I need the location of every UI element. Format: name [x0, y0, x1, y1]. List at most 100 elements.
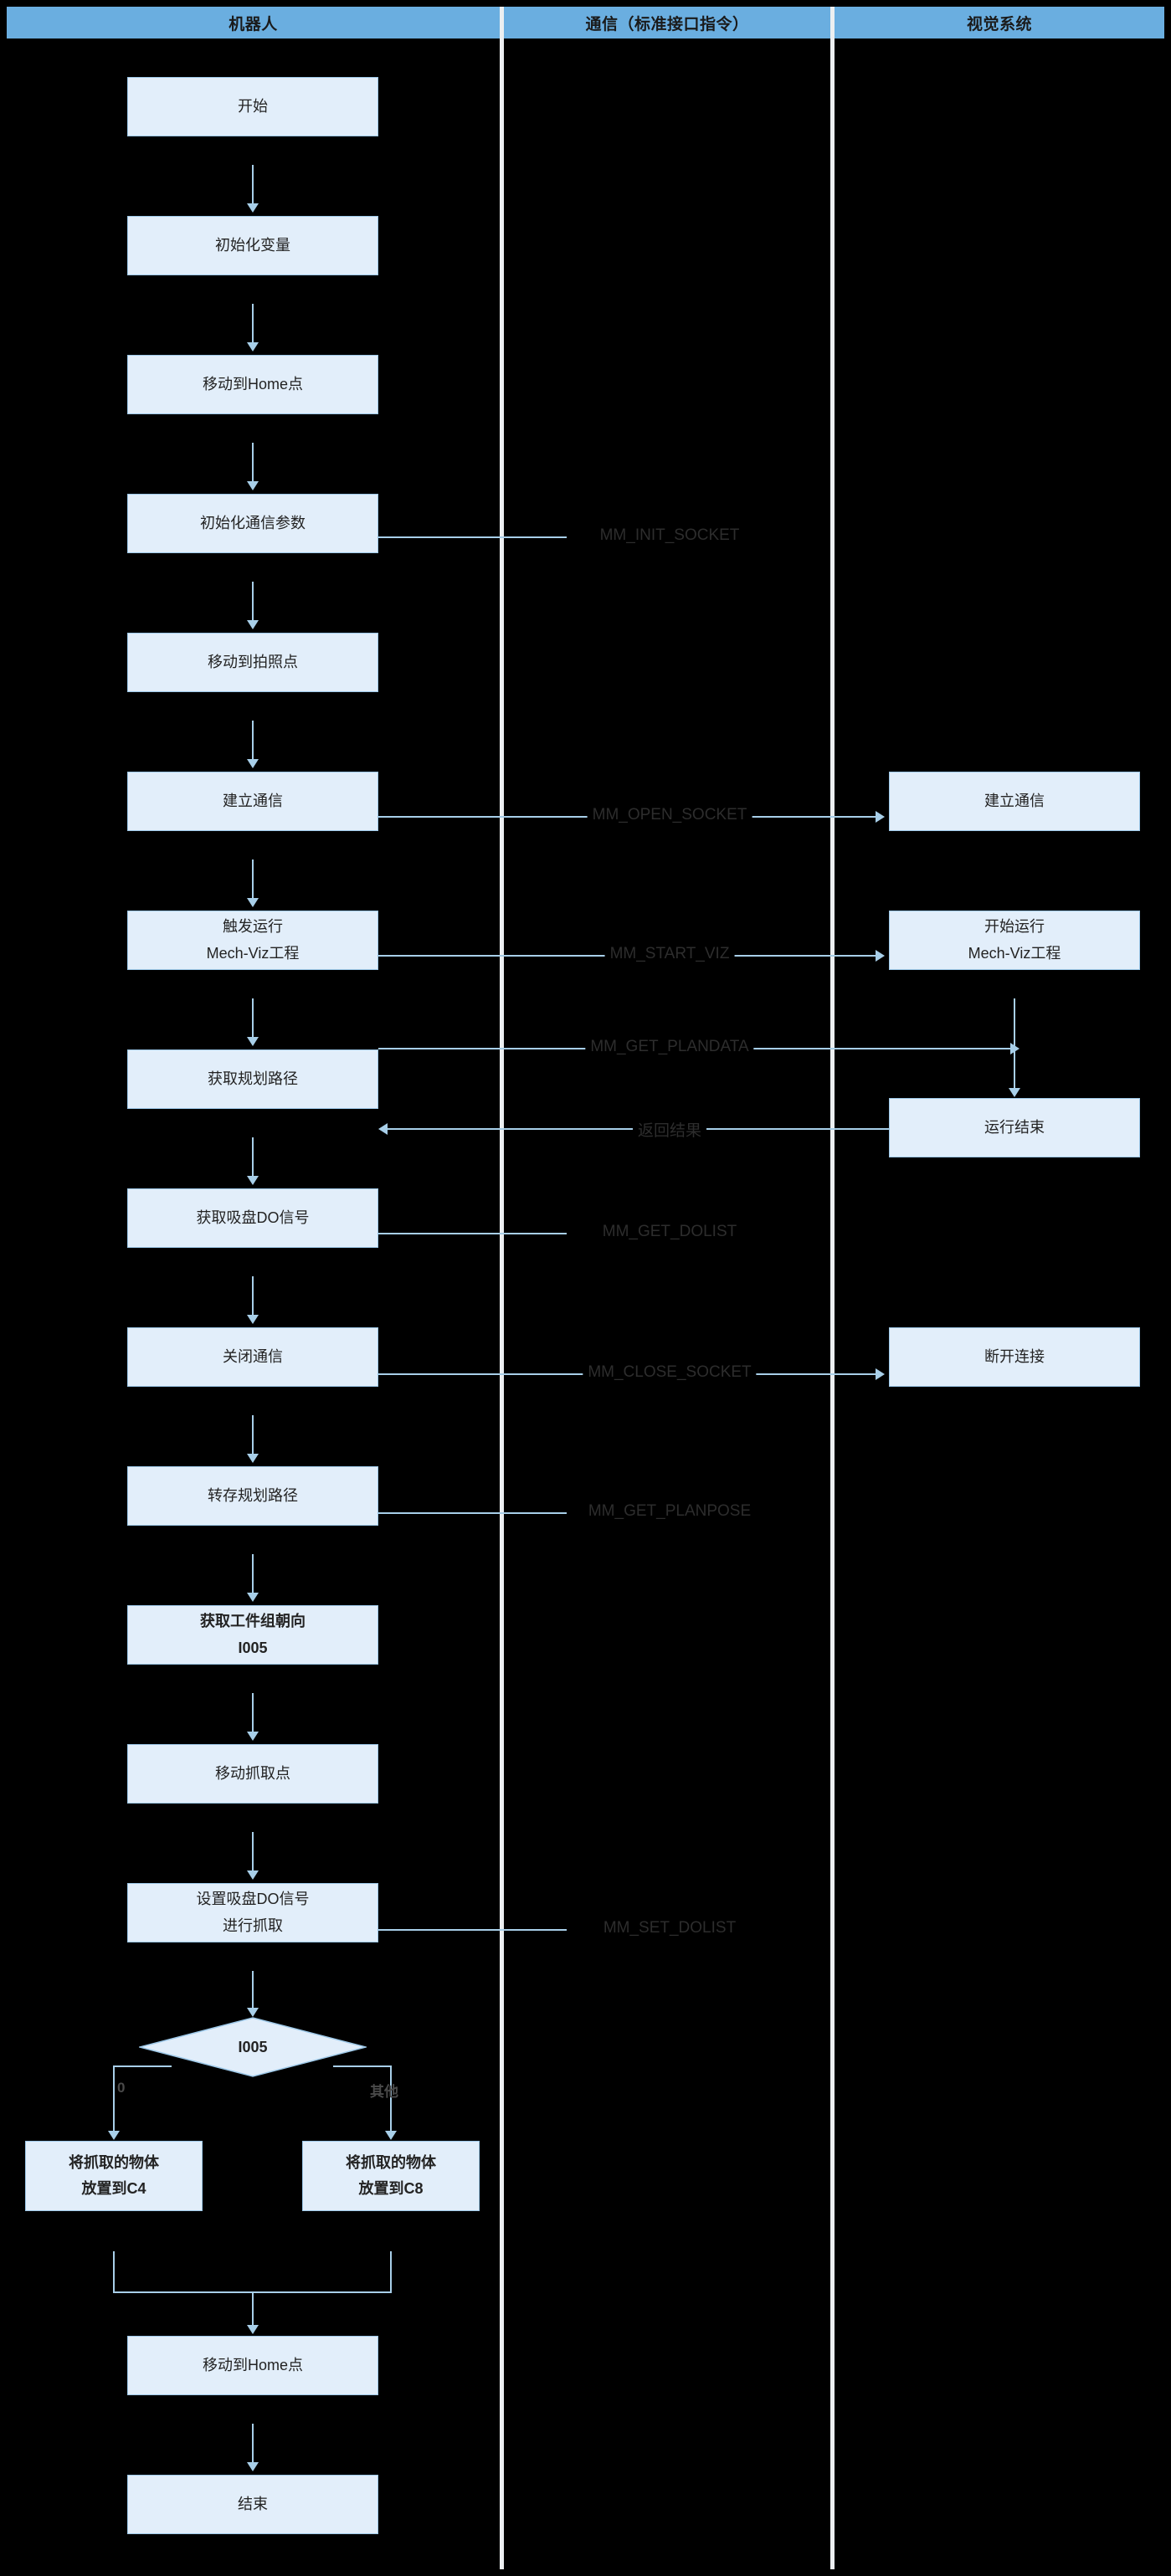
connector-initcomm-movephoto: [252, 582, 254, 622]
arrowhead-movehome2: [247, 2325, 259, 2334]
arrowhead-v-close: [876, 1368, 885, 1380]
connector-movephoto-opencomm: [252, 721, 254, 761]
message-get-planpose: MM_GET_PLANPOSE: [583, 1502, 757, 1521]
node-close-comm[interactable]: 关闭通信: [127, 1327, 378, 1387]
connector-c4-down: [113, 2251, 115, 2293]
node-vision-start-mechviz-line-0: 开始运行: [984, 918, 1045, 935]
connector-decision-left-h: [113, 2065, 172, 2067]
node-trigger-mechviz-line-0: 触发运行: [223, 918, 283, 935]
node-start[interactable]: 开始: [127, 77, 378, 136]
diamond-shape: [139, 2017, 367, 2077]
node-decision-i005[interactable]: I005: [139, 2017, 367, 2077]
node-init-variables-line-0: 初始化变量: [215, 236, 290, 254]
node-trigger-mechviz-line-1: Mech-Viz工程: [206, 944, 300, 962]
lane-title-robot: 机器人: [229, 15, 278, 33]
msgline-init-socket: [378, 536, 567, 538]
connector-getdo-closecomm: [252, 1276, 254, 1316]
node-move-photo-point-line-0: 移动到拍照点: [208, 653, 298, 670]
message-set-dolist: MM_SET_DOLIST: [598, 1919, 742, 1937]
node-vision-start-mechviz-line-1: Mech-Viz工程: [968, 944, 1061, 962]
node-move-home-2-line-0: 移动到Home点: [202, 2356, 303, 2373]
arrowhead-initvar: [247, 203, 259, 213]
msgline-set-dolist: [378, 1929, 567, 1931]
lane-header-vision: 视觉系统: [835, 7, 1164, 38]
node-set-suction-do-line-1: 进行抓取: [223, 1917, 283, 1934]
node-vision-disconnect[interactable]: 断开连接: [889, 1327, 1140, 1387]
node-init-variables[interactable]: 初始化变量: [127, 216, 378, 275]
node-vision-run-finished-line-0: 运行结束: [984, 1118, 1045, 1136]
node-close-comm-line-0: 关闭通信: [223, 1347, 283, 1365]
node-start-line-0: 开始: [238, 97, 268, 115]
node-end-line-0: 结束: [238, 2495, 268, 2512]
arrowhead-movephoto: [247, 620, 259, 629]
node-vision-open-comm-line-0: 建立通信: [984, 792, 1045, 809]
arrowhead-initcomm: [247, 481, 259, 490]
node-init-comm-params[interactable]: 初始化通信参数: [127, 494, 378, 553]
node-vision-open-comm[interactable]: 建立通信: [889, 772, 1140, 831]
message-close-socket: MM_CLOSE_SOCKET: [583, 1363, 757, 1382]
node-save-plan-path-line-0: 转存规划路径: [208, 1486, 298, 1504]
connector-merge-down: [252, 2291, 254, 2327]
node-get-suction-do[interactable]: 获取吸盘DO信号: [127, 1188, 378, 1248]
node-move-photo-point[interactable]: 移动到拍照点: [127, 633, 378, 692]
arrowhead-place-c4: [108, 2131, 120, 2140]
lane-divider-2: [830, 7, 835, 2569]
arrowhead-closecomm: [247, 1315, 259, 1324]
node-get-plan-path-line-0: 获取规划路径: [208, 1070, 298, 1087]
connector-closecomm-saveplan: [252, 1415, 254, 1455]
connector-decision-right-v: [390, 2065, 392, 2132]
connector-getplan-getdo: [252, 1137, 254, 1178]
connector-movehome2-end: [252, 2424, 254, 2464]
node-get-workpiece-orientation[interactable]: 获取工件组朝向 I005: [127, 1605, 378, 1665]
node-open-comm-line-0: 建立通信: [223, 792, 283, 809]
node-get-plan-path[interactable]: 获取规划路径: [127, 1049, 378, 1109]
node-move-home-1-line-0: 移动到Home点: [202, 375, 303, 393]
node-move-pick-point[interactable]: 移动抓取点: [127, 1744, 378, 1804]
node-move-home-2[interactable]: 移动到Home点: [127, 2336, 378, 2395]
connector-initvar-movehome1: [252, 304, 254, 344]
node-save-plan-path[interactable]: 转存规划路径: [127, 1466, 378, 1526]
node-trigger-mechviz[interactable]: 触发运行 Mech-Viz工程: [127, 911, 378, 970]
message-open-socket: MM_OPEN_SOCKET: [587, 806, 752, 824]
connector-movehome1-initcomm: [252, 443, 254, 483]
arrowhead-return: [378, 1123, 388, 1135]
connector-start-initvar: [252, 165, 254, 205]
connector-movepick-setdo: [252, 1832, 254, 1872]
node-place-c4[interactable]: 将抓取的物体 放置到C4: [25, 2141, 203, 2211]
node-move-home-1[interactable]: 移动到Home点: [127, 355, 378, 414]
connector-opencomm-triggerviz: [252, 860, 254, 900]
arrowhead-triggerviz: [247, 898, 259, 907]
node-vision-run-finished[interactable]: 运行结束: [889, 1098, 1140, 1157]
connector-saveplan-getorient: [252, 1554, 254, 1594]
node-set-suction-do[interactable]: 设置吸盘DO信号 进行抓取: [127, 1883, 378, 1942]
node-open-comm[interactable]: 建立通信: [127, 772, 378, 831]
msgline-get-planpose: [378, 1512, 567, 1514]
arrowhead-movehome1: [247, 342, 259, 352]
node-vision-start-mechviz[interactable]: 开始运行 Mech-Viz工程: [889, 911, 1140, 970]
node-get-suction-do-line-0: 获取吸盘DO信号: [196, 1208, 310, 1226]
arrowhead-v-start: [876, 950, 885, 962]
connector-getorient-movepick: [252, 1693, 254, 1733]
arrowhead-getorient: [247, 1593, 259, 1602]
node-place-c8[interactable]: 将抓取的物体 放置到C8: [302, 2141, 480, 2211]
connector-c8-down: [390, 2251, 392, 2293]
node-place-c4-line-0: 将抓取的物体: [69, 2153, 159, 2171]
connector-setdo-decision: [252, 1971, 254, 2009]
msgline-get-dolist: [378, 1233, 567, 1234]
node-end[interactable]: 结束: [127, 2475, 378, 2534]
arrowhead-movepick: [247, 1732, 259, 1741]
connector-decision-left-v: [113, 2065, 115, 2132]
message-start-viz: MM_START_VIZ: [604, 945, 735, 963]
node-init-comm-params-line-0: 初始化通信参数: [200, 514, 306, 531]
lane-title-vision: 视觉系统: [966, 15, 1032, 33]
node-get-workpiece-orientation-line-1: I005: [238, 1639, 268, 1656]
arrowhead-getplan: [247, 1037, 259, 1046]
message-get-dolist: MM_GET_DOLIST: [597, 1223, 742, 1241]
node-place-c8-line-1: 放置到C8: [358, 2180, 424, 2197]
node-move-pick-point-line-0: 移动抓取点: [215, 1764, 290, 1782]
message-init-socket: MM_INIT_SOCKET: [594, 526, 745, 545]
arrowhead-saveplan: [247, 1454, 259, 1463]
lane-divider-1: [500, 7, 504, 2569]
message-return: 返回结果: [632, 1118, 707, 1141]
